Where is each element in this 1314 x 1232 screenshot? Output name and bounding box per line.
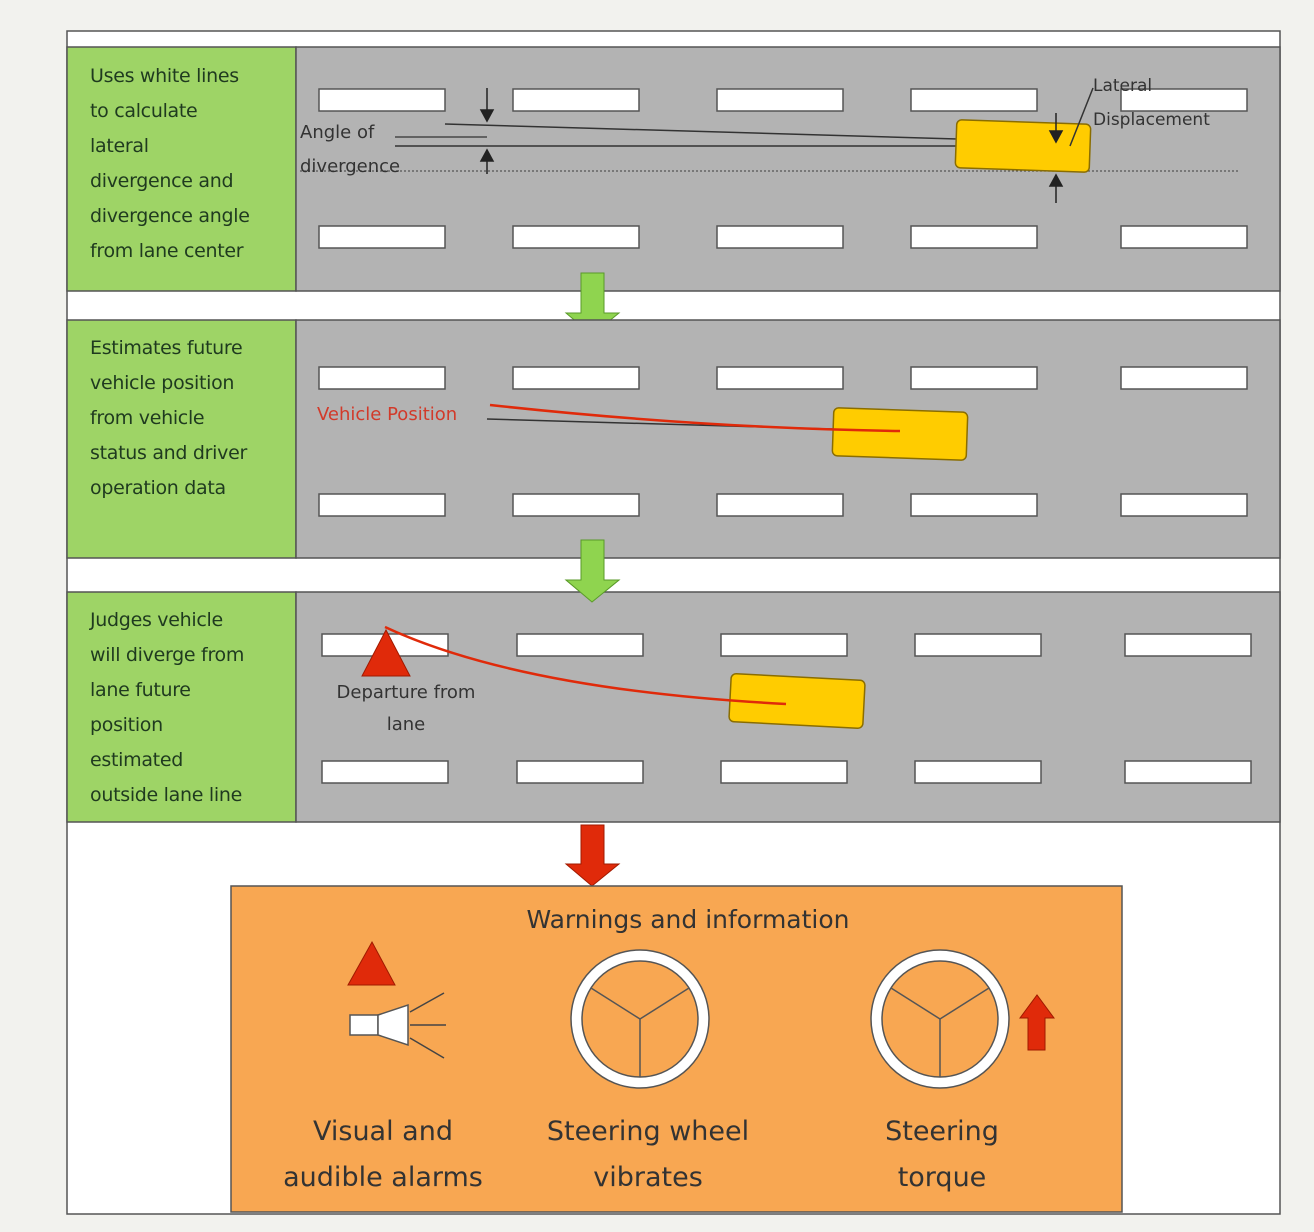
steering-wheel-torque-icon xyxy=(870,949,1055,1089)
predicted-path-step3 xyxy=(384,625,787,706)
step1-road xyxy=(295,46,1281,292)
torque-label-line1: Steering xyxy=(885,1116,999,1147)
step1-green-box xyxy=(66,46,297,292)
alarm-label-line2: audible alarms xyxy=(283,1162,483,1193)
lateral-label-line1: Lateral xyxy=(1093,76,1152,96)
warnings-title: Warnings and information xyxy=(526,905,849,934)
step2-green-box xyxy=(66,319,297,559)
angle-label-line2: divergence xyxy=(300,156,400,177)
predicted-path-step2 xyxy=(489,403,901,433)
lateral-label-line2: Displacement xyxy=(1093,110,1210,130)
step2-lane-markings xyxy=(318,366,1248,517)
step3-green-box xyxy=(66,591,297,823)
departure-warning-icon xyxy=(361,628,411,677)
alarm-label-line1: Visual and xyxy=(313,1116,453,1147)
alarm-speaker-icon xyxy=(347,940,446,1059)
car-step3 xyxy=(728,673,866,729)
torque-label-line2: torque xyxy=(898,1162,987,1193)
step3-lane-markings xyxy=(321,633,1252,784)
flow-arrow-red xyxy=(564,824,621,887)
step1-description: Uses white lines to calculate lateral di… xyxy=(90,65,250,262)
step1-lane-markings xyxy=(318,88,1248,249)
step2-description: Estimates future vehicle position from v… xyxy=(90,337,248,499)
steering-wheel-icon xyxy=(570,949,710,1089)
step2-road xyxy=(295,319,1281,559)
car-step2 xyxy=(831,407,969,461)
angle-label-line1: Angle of xyxy=(300,122,375,143)
flow-arrow-2-overlay xyxy=(564,539,621,603)
vibrate-label-line2: vibrates xyxy=(593,1162,703,1193)
angle-arrows xyxy=(479,88,495,174)
departure-label-line1: Departure from xyxy=(337,682,476,703)
torque-arrow-icon xyxy=(1019,994,1055,1051)
lateral-leader-line xyxy=(1069,87,1094,147)
step3-description: Judges vehicle will diverge from lane fu… xyxy=(90,609,245,806)
lateral-arrows xyxy=(1048,113,1064,203)
step3-panel: Departure from lane xyxy=(66,539,1281,823)
vibrate-label-line1: Steering wheel xyxy=(547,1116,749,1147)
step1-panel: Angle of divergence Lateral Displacement xyxy=(66,46,1281,292)
warnings-panel: Warnings and information Vis xyxy=(230,885,1123,1213)
departure-label-line2: lane xyxy=(387,714,426,735)
vehicle-position-label: Vehicle Position xyxy=(317,404,457,425)
step2-panel: Vehicle Position xyxy=(66,319,1281,603)
